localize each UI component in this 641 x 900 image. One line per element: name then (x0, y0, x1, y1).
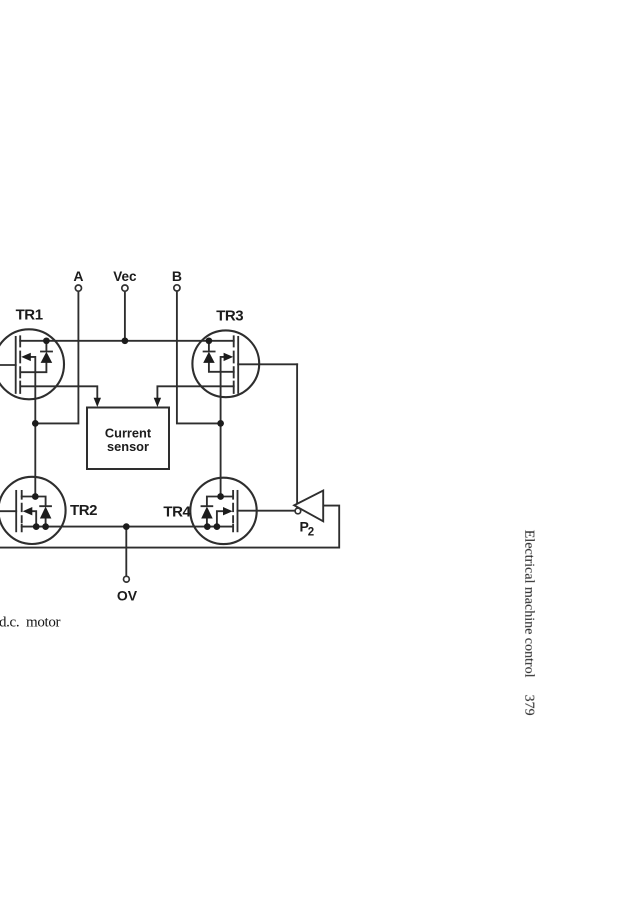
svg-text:Current: Current (105, 426, 152, 441)
svg-text:TR4: TR4 (163, 503, 191, 520)
svg-text:2: 2 (308, 527, 314, 539)
svg-text:TR3: TR3 (216, 308, 243, 325)
svg-text:sensor: sensor (107, 439, 149, 454)
svg-text:P: P (300, 519, 309, 535)
svg-text:Vec: Vec (113, 269, 137, 284)
svg-text:OV: OV (117, 587, 138, 603)
svg-text:Electrical machine control379: Electrical machine control379 (521, 530, 536, 716)
svg-text:d.c. motor: d.c. motor (0, 614, 60, 630)
svg-text:A: A (73, 268, 83, 284)
svg-text:B: B (172, 268, 182, 284)
svg-text:TR2: TR2 (70, 502, 97, 519)
svg-text:TR1: TR1 (16, 306, 43, 323)
